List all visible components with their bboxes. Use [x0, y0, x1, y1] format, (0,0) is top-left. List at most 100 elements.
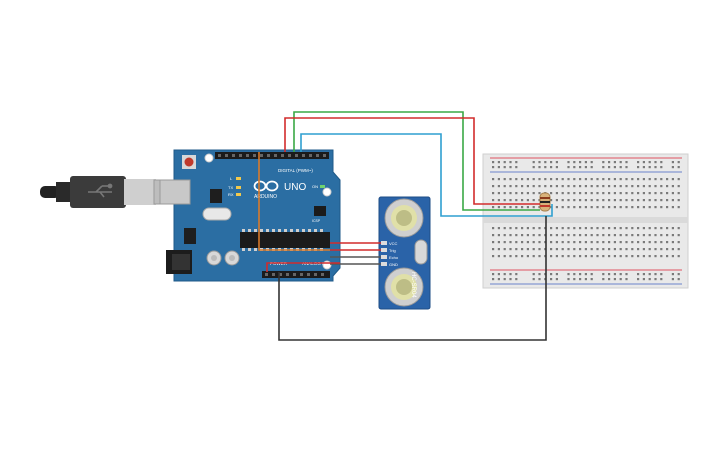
breadboard-hole[interactable]: [671, 185, 674, 188]
breadboard-hole[interactable]: [602, 206, 605, 209]
breadboard-hole[interactable]: [677, 206, 680, 209]
breadboard-hole[interactable]: [666, 192, 669, 195]
breadboard-hole[interactable]: [613, 255, 616, 258]
breadboard-hole[interactable]: [602, 248, 605, 251]
breadboard-hole[interactable]: [509, 185, 512, 188]
breadboard-hole[interactable]: [538, 206, 541, 209]
breadboard-hole[interactable]: [521, 206, 524, 209]
breadboard-hole[interactable]: [660, 255, 663, 258]
breadboard-hole[interactable]: [642, 166, 645, 169]
breadboard-hole[interactable]: [602, 255, 605, 258]
breadboard-hole[interactable]: [579, 166, 582, 169]
breadboard-hole[interactable]: [573, 178, 576, 181]
breadboard-hole[interactable]: [625, 199, 628, 202]
breadboard-hole[interactable]: [509, 278, 512, 281]
breadboard-hole[interactable]: [613, 166, 616, 169]
breadboard-hole[interactable]: [521, 199, 524, 202]
breadboard-hole[interactable]: [625, 185, 628, 188]
breadboard-hole[interactable]: [526, 199, 529, 202]
breadboard-hole[interactable]: [677, 161, 680, 164]
breadboard-hole[interactable]: [503, 178, 506, 181]
breadboard-hole[interactable]: [503, 241, 506, 244]
breadboard-hole[interactable]: [526, 248, 529, 251]
breadboard-hole[interactable]: [509, 178, 512, 181]
breadboard-hole[interactable]: [515, 278, 518, 281]
breadboard-hole[interactable]: [538, 185, 541, 188]
breadboard-hole[interactable]: [590, 248, 593, 251]
breadboard-hole[interactable]: [631, 227, 634, 230]
resistor[interactable]: [539, 192, 551, 212]
breadboard-hole[interactable]: [602, 178, 605, 181]
breadboard-hole[interactable]: [613, 161, 616, 164]
breadboard-hole[interactable]: [509, 161, 512, 164]
breadboard-hole[interactable]: [590, 199, 593, 202]
breadboard-hole[interactable]: [555, 273, 558, 276]
breadboard-hole[interactable]: [642, 255, 645, 258]
breadboard-hole[interactable]: [631, 185, 634, 188]
breadboard-hole[interactable]: [492, 199, 495, 202]
breadboard-hole[interactable]: [602, 273, 605, 276]
breadboard-hole[interactable]: [608, 185, 611, 188]
breadboard-hole[interactable]: [608, 255, 611, 258]
breadboard-hole[interactable]: [642, 234, 645, 237]
breadboard-hole[interactable]: [550, 255, 553, 258]
breadboard-hole[interactable]: [602, 227, 605, 230]
breadboard-hole[interactable]: [677, 278, 680, 281]
breadboard-hole[interactable]: [584, 255, 587, 258]
breadboard-hole[interactable]: [637, 192, 640, 195]
breadboard-hole[interactable]: [521, 185, 524, 188]
breadboard-hole[interactable]: [590, 192, 593, 195]
breadboard-hole[interactable]: [590, 234, 593, 237]
breadboard-hole[interactable]: [515, 227, 518, 230]
breadboard-hole[interactable]: [660, 227, 663, 230]
breadboard-hole[interactable]: [584, 248, 587, 251]
breadboard-hole[interactable]: [579, 227, 582, 230]
breadboard-hole[interactable]: [677, 255, 680, 258]
breadboard-hole[interactable]: [509, 192, 512, 195]
breadboard-hole[interactable]: [642, 192, 645, 195]
breadboard-hole[interactable]: [515, 178, 518, 181]
breadboard-hole[interactable]: [642, 241, 645, 244]
breadboard-hole[interactable]: [503, 234, 506, 237]
breadboard-hole[interactable]: [497, 199, 500, 202]
breadboard-hole[interactable]: [666, 206, 669, 209]
breadboard-hole[interactable]: [596, 227, 599, 230]
breadboard-hole[interactable]: [532, 161, 535, 164]
breadboard-hole[interactable]: [555, 227, 558, 230]
breadboard-hole[interactable]: [584, 227, 587, 230]
breadboard-hole[interactable]: [526, 234, 529, 237]
breadboard-hole[interactable]: [492, 166, 495, 169]
breadboard-hole[interactable]: [532, 199, 535, 202]
breadboard-hole[interactable]: [532, 192, 535, 195]
breadboard-hole[interactable]: [654, 166, 657, 169]
breadboard-hole[interactable]: [579, 248, 582, 251]
breadboard-hole[interactable]: [671, 241, 674, 244]
breadboard-hole[interactable]: [509, 255, 512, 258]
breadboard-hole[interactable]: [526, 227, 529, 230]
breadboard-hole[interactable]: [596, 185, 599, 188]
breadboard-hole[interactable]: [642, 248, 645, 251]
breadboard-hole[interactable]: [497, 161, 500, 164]
breadboard-hole[interactable]: [497, 248, 500, 251]
breadboard-hole[interactable]: [573, 248, 576, 251]
breadboard-hole[interactable]: [492, 161, 495, 164]
breadboard-hole[interactable]: [503, 192, 506, 195]
breadboard-hole[interactable]: [648, 278, 651, 281]
breadboard-hole[interactable]: [625, 273, 628, 276]
breadboard-hole[interactable]: [497, 192, 500, 195]
breadboard-hole[interactable]: [550, 199, 553, 202]
sensor-pins[interactable]: [381, 241, 387, 266]
breadboard-hole[interactable]: [602, 241, 605, 244]
breadboard-hole[interactable]: [642, 178, 645, 181]
breadboard-hole[interactable]: [561, 255, 564, 258]
breadboard-hole[interactable]: [555, 166, 558, 169]
breadboard-hole[interactable]: [625, 178, 628, 181]
breadboard-hole[interactable]: [619, 273, 622, 276]
breadboard-hole[interactable]: [567, 166, 570, 169]
breadboard-hole[interactable]: [666, 199, 669, 202]
breadboard-hole[interactable]: [492, 192, 495, 195]
breadboard-hole[interactable]: [637, 206, 640, 209]
breadboard-hole[interactable]: [590, 178, 593, 181]
breadboard-hole[interactable]: [660, 248, 663, 251]
breadboard-hole[interactable]: [492, 227, 495, 230]
